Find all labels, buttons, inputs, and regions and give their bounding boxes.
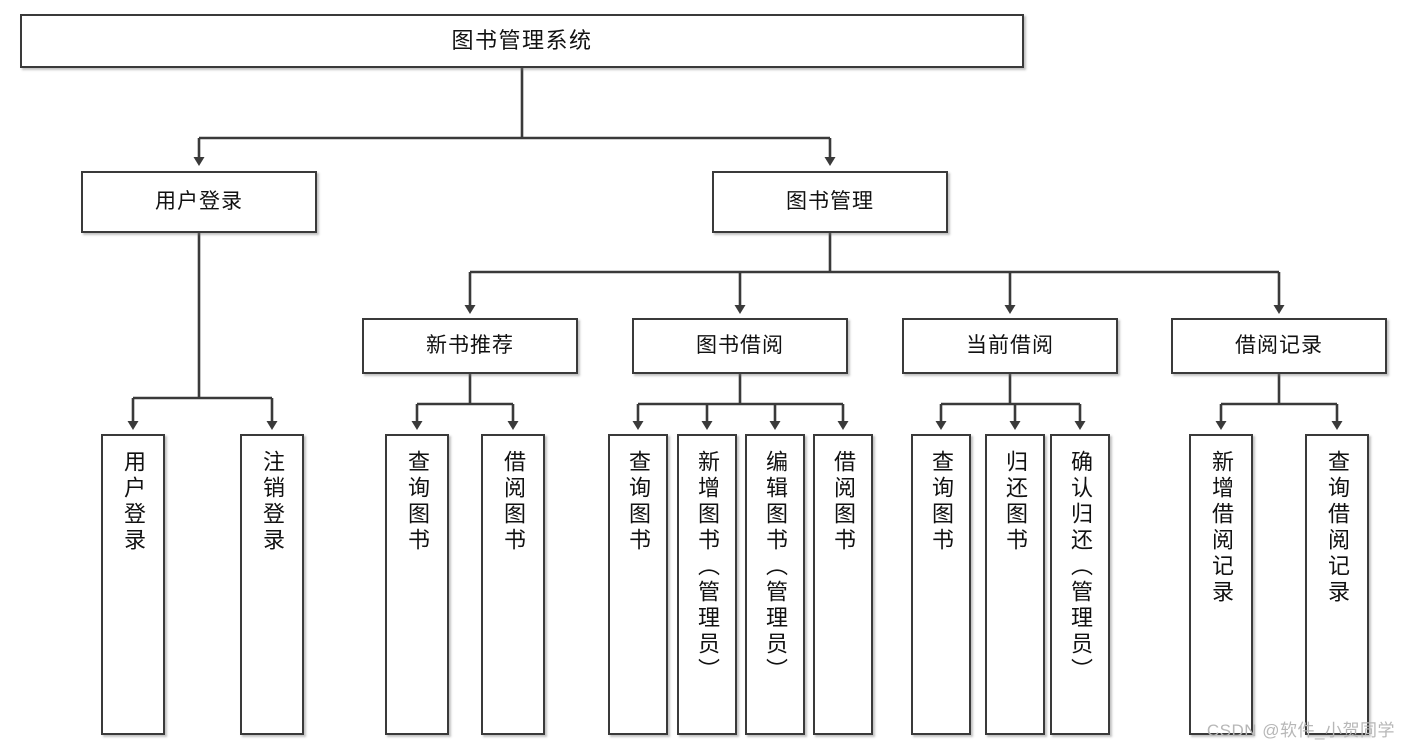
node-user-login-label: 用户登录 [155,189,243,213]
leaf-user-login[interactable]: 用户登录 [101,434,165,735]
node-borrow-record[interactable]: 借阅记录 [1171,318,1387,374]
node-root-label: 图书管理系统 [451,28,593,54]
node-new-book-recommend-label: 新书推荐 [426,333,514,357]
leaf-query-book-current-label: 查询图书 [929,450,954,554]
leaf-query-book-borrow[interactable]: 查询图书 [608,434,668,735]
leaf-borrow-book-recommend[interactable]: 借阅图书 [481,434,545,735]
leaf-borrow-book[interactable]: 借阅图书 [813,434,873,735]
leaf-edit-book-admin-label: 编辑图书（管理员） [763,450,788,684]
leaf-query-book-recommend-label: 查询图书 [405,450,430,554]
leaf-borrow-book-recommend-label: 借阅图书 [501,450,526,554]
node-new-book-recommend[interactable]: 新书推荐 [362,318,578,374]
leaf-query-borrow-record-label: 查询借阅记录 [1325,450,1350,606]
node-current-borrow-label: 当前借阅 [966,333,1054,357]
node-user-login[interactable]: 用户登录 [81,171,317,233]
leaf-borrow-book-label: 借阅图书 [831,450,856,554]
node-borrow-record-label: 借阅记录 [1235,333,1323,357]
node-book-management-label: 图书管理 [786,189,874,213]
watermark: CSDN @软件_小贺同学 [1206,721,1395,740]
leaf-query-book-current[interactable]: 查询图书 [911,434,971,735]
node-book-borrow-label: 图书借阅 [696,333,784,357]
leaf-return-book-label: 归还图书 [1003,450,1028,554]
leaf-query-borrow-record[interactable]: 查询借阅记录 [1305,434,1369,735]
node-root[interactable]: 图书管理系统 [20,14,1024,68]
node-current-borrow[interactable]: 当前借阅 [902,318,1118,374]
leaf-confirm-return-admin-label: 确认归还（管理员） [1068,450,1093,684]
leaf-query-book-borrow-label: 查询图书 [626,450,651,554]
node-book-management[interactable]: 图书管理 [712,171,948,233]
node-book-borrow[interactable]: 图书借阅 [632,318,848,374]
leaf-add-book-admin-label: 新增图书（管理员） [695,450,720,684]
leaf-add-borrow-record[interactable]: 新增借阅记录 [1189,434,1253,735]
leaf-confirm-return-admin[interactable]: 确认归还（管理员） [1050,434,1110,735]
leaf-user-login-label: 用户登录 [121,450,146,554]
leaf-query-book-recommend[interactable]: 查询图书 [385,434,449,735]
leaf-logout[interactable]: 注销登录 [240,434,304,735]
leaf-logout-label: 注销登录 [260,450,285,554]
leaf-edit-book-admin[interactable]: 编辑图书（管理员） [745,434,805,735]
leaf-return-book[interactable]: 归还图书 [985,434,1045,735]
leaf-add-borrow-record-label: 新增借阅记录 [1209,450,1234,606]
leaf-add-book-admin[interactable]: 新增图书（管理员） [677,434,737,735]
